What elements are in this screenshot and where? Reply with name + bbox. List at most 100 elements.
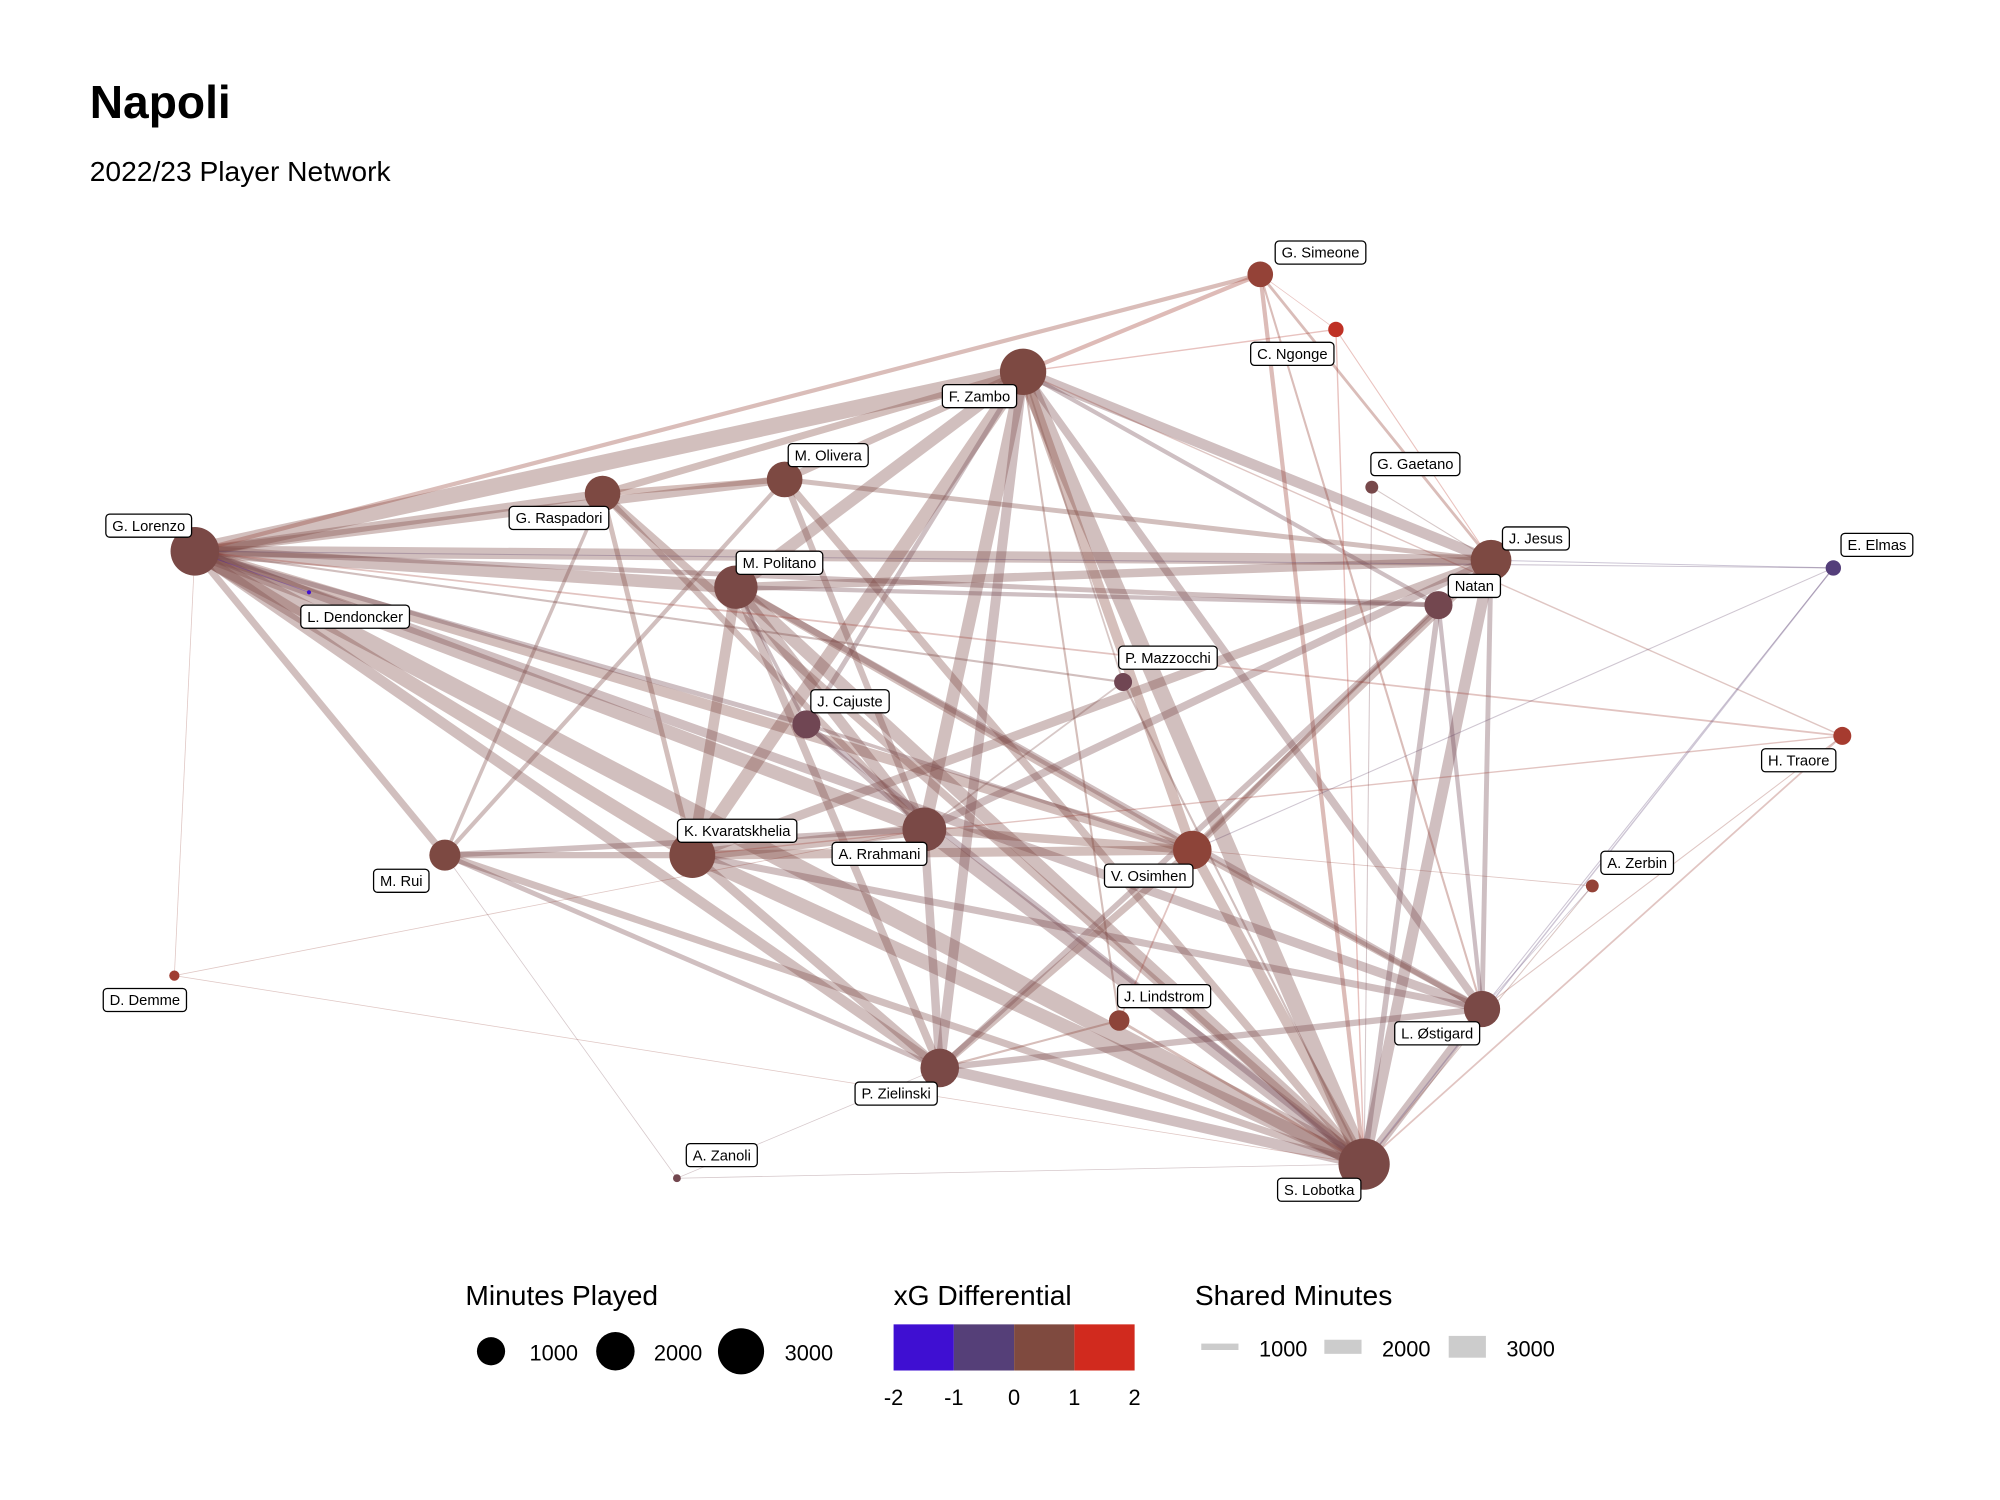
legend-minutes-title: Minutes Played	[465, 1279, 658, 1311]
edge-p-mazzocchi-a-rrahmani	[923, 681, 1124, 831]
edge-p-mazzocchi-s-lobotka	[1122, 681, 1366, 1165]
node-label-text: V. Osimhen	[1111, 869, 1187, 885]
node-label-p-zielinski: P. Zielinski	[854, 1081, 938, 1106]
node-label-box	[787, 442, 869, 468]
node-a-rrahmani	[902, 807, 947, 852]
legend-circle-3000	[717, 1328, 765, 1375]
edge-g-lorenzo-l-stigard	[193, 546, 1484, 1014]
edge-c-ngonge-s-lobotka	[1335, 329, 1365, 1165]
node-label-text: P. Zielinski	[861, 1087, 930, 1103]
legend-minutes-played: Minutes Played 1000 2000 3000	[465, 1279, 833, 1375]
edge-g-lorenzo-m-rui	[192, 549, 448, 858]
edge-k-kvaratskhelia-a-rrahmani	[691, 823, 926, 862]
edge-k-kvaratskhelia-v-osimhen	[692, 845, 1193, 860]
node-f-zambo	[999, 348, 1047, 395]
node-l-stigard	[1463, 990, 1501, 1028]
node-label-box	[1274, 240, 1367, 265]
edge-s-lobotka-j-lindstrom	[1118, 1019, 1365, 1166]
node-label-text: A. Rrahmani	[839, 847, 921, 863]
node-label-text: G. Lorenzo	[112, 519, 185, 535]
legend-xg-swatch-4	[1074, 1324, 1135, 1371]
legend-minutes-1000: 1000	[529, 1340, 577, 1365]
node-g-raspadori	[584, 475, 621, 512]
node-c-ngonge	[1328, 321, 1344, 338]
edge-g-raspadori-m-olivera	[602, 476, 785, 497]
edge-m-politano-natan	[735, 585, 1439, 608]
node-label-text: M. Olivera	[795, 448, 863, 464]
node-h-traore	[1833, 726, 1852, 745]
node-label-text: P. Mazzocchi	[1125, 651, 1211, 667]
legend-minutes-2000: 2000	[654, 1340, 702, 1365]
node-label-box	[1840, 532, 1914, 558]
edge-m-olivera-m-rui	[443, 478, 787, 857]
node-label-box	[1501, 526, 1570, 551]
legend-xg-differential: xG Differential -2 -1 0 1 2	[884, 1279, 1141, 1410]
node-label-text: S. Lobotka	[1284, 1183, 1355, 1199]
node-a-zanoli	[673, 1174, 681, 1183]
edge-g-lorenzo-m-olivera	[194, 475, 786, 556]
node-label-text: M. Rui	[380, 874, 423, 890]
node-v-osimhen	[1173, 830, 1212, 870]
node-label-text: A. Zerbin	[1607, 856, 1667, 872]
legend-xg-tick: -1	[944, 1385, 963, 1410]
node-label-text: Natan	[1455, 579, 1494, 595]
edge-p-zielinski-j-jesus	[937, 558, 1493, 1071]
node-label-a-zanoli: A. Zanoli	[685, 1142, 758, 1168]
edge-h-traore-g-lorenzo	[194, 550, 1843, 737]
node-s-lobotka	[1338, 1138, 1390, 1190]
node-p-zielinski	[920, 1048, 960, 1088]
edge-a-rrahmani-v-osimhen	[924, 825, 1193, 855]
edge-m-politano-v-osimhen	[733, 583, 1195, 854]
node-label-s-lobotka: S. Lobotka	[1276, 1177, 1362, 1202]
node-label-l-dendoncker: L. Dendoncker	[300, 604, 411, 629]
node-label-m-politano: M. Politano	[735, 550, 824, 575]
node-a-zerbin	[1585, 879, 1599, 893]
edge-a-rrahmani-m-olivera	[781, 478, 928, 831]
legend-xg-tick: 2	[1129, 1385, 1141, 1410]
edge-g-lorenzo-d-demme	[173, 551, 196, 976]
legend-xg-swatch-3	[1014, 1324, 1075, 1371]
node-label-text: L. Østigard	[1401, 1026, 1473, 1042]
edge-f-zambo-p-zielinski	[934, 371, 1028, 1069]
legend-shared-line-1000	[1201, 1343, 1239, 1350]
node-label-text: M. Politano	[743, 556, 817, 572]
edge-f-zambo-l-stigard	[1019, 369, 1486, 1012]
edge-k-kvaratskhelia-l-stigard	[691, 851, 1483, 1013]
node-label-j-cajuste: J. Cajuste	[810, 689, 890, 714]
legend-circle-1000	[476, 1337, 506, 1366]
legend-minutes-3000: 3000	[785, 1340, 833, 1365]
edge-g-lorenzo-p-zielinski	[191, 546, 943, 1073]
node-label-text: C. Ngonge	[1257, 347, 1327, 363]
edge-k-kvaratskhelia-p-zielinski	[689, 851, 943, 1072]
edge-g-lorenzo-v-osimhen	[193, 546, 1194, 856]
edge-g-gaetano-j-jesus	[1371, 486, 1492, 561]
node-natan	[1424, 591, 1453, 620]
edge-m-politano-j-cajuste	[734, 586, 808, 726]
edge-p-zielinski-m-rui	[443, 852, 941, 1071]
edge-s-lobotka-g-simeone	[1258, 274, 1367, 1165]
edge-s-lobotka-m-olivera	[781, 476, 1368, 1167]
edge-g-simeone-c-ngonge	[1260, 274, 1337, 330]
legend-shared-minutes: Shared Minutes 1000 2000 3000	[1195, 1279, 1555, 1361]
node-label-box	[1447, 573, 1502, 599]
node-label-text: J. Lindstrom	[1124, 989, 1204, 1005]
edge-s-lobotka-m-rui	[443, 851, 1366, 1168]
node-d-demme	[169, 970, 180, 981]
node-e-elmas	[1825, 560, 1842, 576]
edge-m-politano-l-stigard	[734, 584, 1484, 1012]
edge-h-traore-k-kvaratskhelia	[692, 735, 1843, 856]
edge-d-demme-s-lobotka	[174, 975, 1365, 1165]
node-label-d-demme: D. Demme	[102, 987, 188, 1013]
node-label-text: A. Zanoli	[693, 1148, 751, 1164]
edge-g-lorenzo-g-simeone	[194, 272, 1261, 554]
node-label-text: D. Demme	[110, 993, 180, 1009]
edge-m-politano-j-jesus	[735, 556, 1492, 592]
node-label-box	[508, 505, 610, 531]
node-label-g-lorenzo: G. Lorenzo	[105, 513, 193, 538]
edge-g-lorenzo-g-raspadori	[194, 489, 604, 556]
edge-g-lorenzo-p-mazzocchi	[194, 550, 1124, 684]
edges-layer	[173, 272, 1843, 1179]
edge-f-zambo-j-jesus	[1021, 366, 1494, 566]
edge-s-lobotka-v-osimhen	[1187, 847, 1369, 1167]
